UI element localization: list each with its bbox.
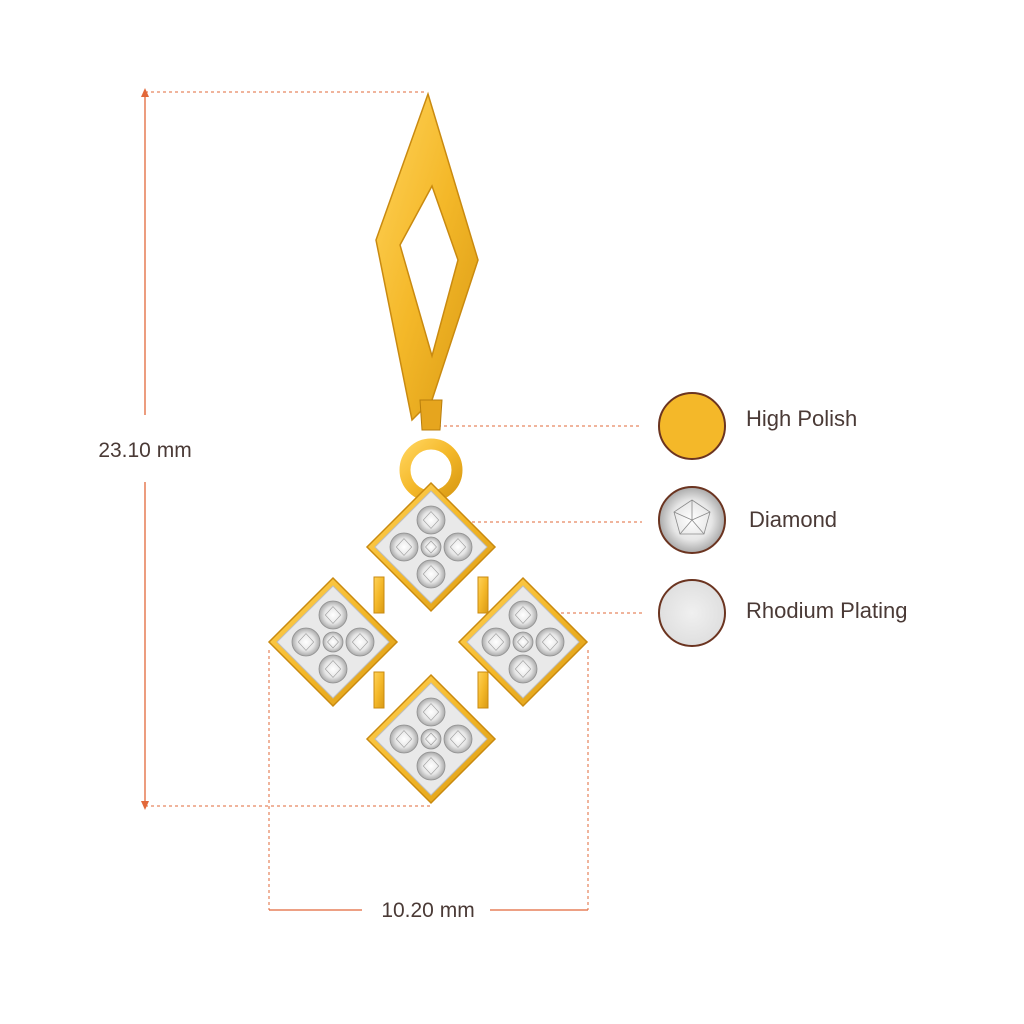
diamond-stone <box>416 697 446 727</box>
diamond-square-top <box>365 481 497 613</box>
diamond-stone <box>416 505 446 535</box>
legend-label-rhodium: Rhodium Plating <box>746 598 907 623</box>
diamond-stone <box>420 536 442 558</box>
stone-facet <box>351 633 369 651</box>
diamond-facets <box>673 499 711 535</box>
diamond-stone <box>416 751 446 781</box>
stone-facet <box>327 635 339 649</box>
diamond-stone <box>322 631 344 653</box>
legend-label-diamond: Diamond <box>749 507 837 532</box>
diamond-stone <box>420 728 442 750</box>
stone-facet <box>425 732 437 746</box>
stone-facet <box>449 538 467 556</box>
diamond-stone <box>443 724 473 754</box>
stone-facet <box>395 730 413 748</box>
diamond-stone <box>535 627 565 657</box>
stone-facet <box>422 703 440 721</box>
legend-item-rhodium: Rhodium Plating <box>658 579 907 647</box>
diamond-square-left <box>267 576 399 708</box>
diamond-stone <box>345 627 375 657</box>
diamond-stone <box>389 724 419 754</box>
legend-item-diamond: Diamond <box>658 486 837 554</box>
diamond-stone <box>318 600 348 630</box>
bail <box>375 91 479 422</box>
diamond-stone <box>481 627 511 657</box>
stone-facet <box>514 606 532 624</box>
gold-swatch <box>658 392 726 460</box>
diamond-stone <box>318 654 348 684</box>
height-dimension <box>141 88 430 810</box>
stone-facet <box>487 633 505 651</box>
pendant <box>267 91 589 805</box>
stone-facet <box>422 565 440 583</box>
diamond-stone <box>508 600 538 630</box>
stone-facet <box>297 633 315 651</box>
stone-facet <box>395 538 413 556</box>
stone-facet <box>425 540 437 554</box>
stone-facet <box>541 633 559 651</box>
stone-facet <box>449 730 467 748</box>
legend-item-high-polish: High Polish <box>658 392 857 460</box>
diamond-stone <box>512 631 534 653</box>
rhodium-swatch <box>658 579 726 647</box>
connector-bars <box>373 576 489 709</box>
legend-leader-lines <box>430 425 642 614</box>
diamond-square-bottom <box>365 673 497 805</box>
stone-facet <box>514 660 532 678</box>
width-dimension-label: 10.20 mm <box>381 899 474 922</box>
diamond-square-right <box>457 576 589 708</box>
diamond-stone <box>416 559 446 589</box>
stone-facet <box>422 757 440 775</box>
diamond-stone <box>508 654 538 684</box>
legend-label-high-polish: High Polish <box>746 406 857 431</box>
stone-facet <box>324 606 342 624</box>
width-dimension <box>268 650 589 911</box>
diamond-stone <box>443 532 473 562</box>
legend: High Polish Diamond Rhodium Plating <box>658 392 907 647</box>
height-dimension-label: 23.10 mm <box>98 439 191 462</box>
stone-facet <box>517 635 529 649</box>
stone-facet <box>422 511 440 529</box>
diamond-stone <box>291 627 321 657</box>
diamond-stone <box>389 532 419 562</box>
jump-ring <box>419 399 443 431</box>
stone-facet <box>324 660 342 678</box>
